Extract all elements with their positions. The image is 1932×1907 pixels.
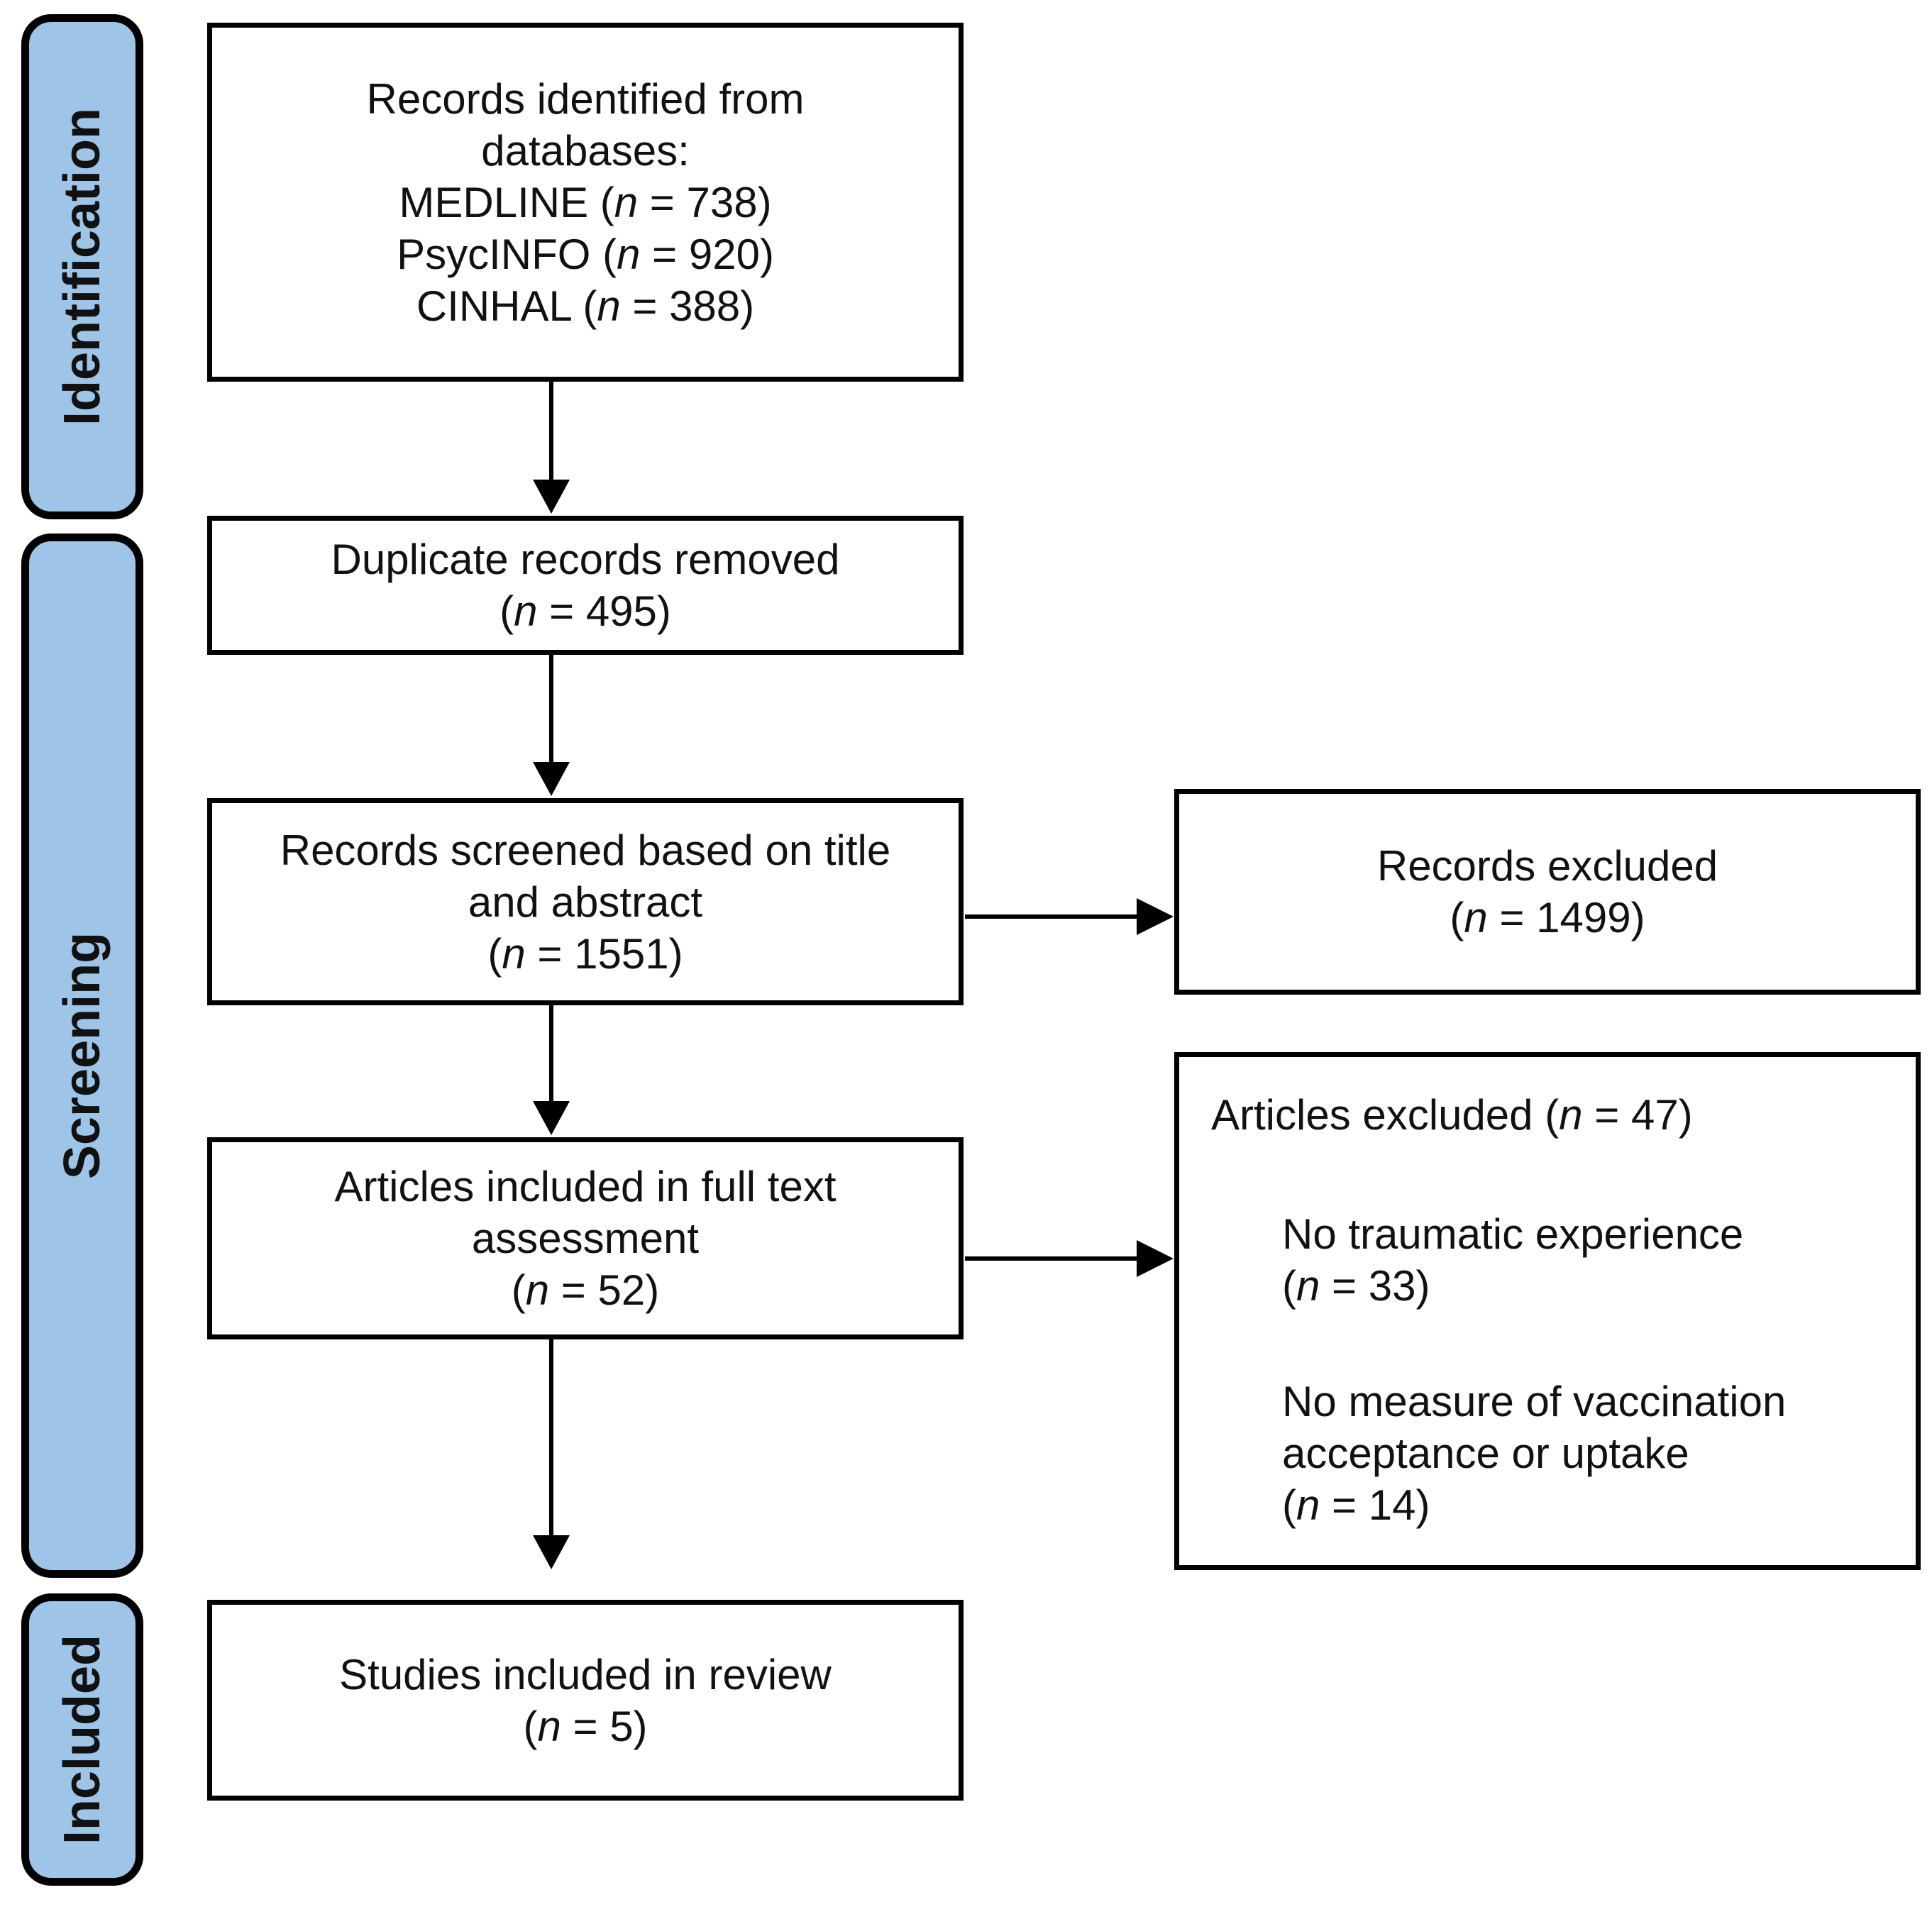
arrowhead-right-icon <box>1137 898 1174 935</box>
box-studies-included: Studies included in review(n = 5) <box>207 1600 964 1801</box>
arrowhead-down-icon <box>533 1101 570 1135</box>
box-duplicates-removed: Duplicate records removed(n = 495) <box>207 516 964 655</box>
arrow-identified-to-duplicates <box>549 382 553 480</box>
stage-label-included: Included <box>54 1634 111 1845</box>
articles-excluded-title: Articles excluded (n = 47) <box>1211 1091 1693 1139</box>
stage-identification: Identification <box>21 14 143 519</box>
arrow-screened-to-fulltext <box>549 1005 553 1101</box>
arrowhead-right-icon <box>1137 1240 1174 1277</box>
arrowhead-down-icon <box>533 480 570 514</box>
stage-screening: Screening <box>21 534 143 1578</box>
arrow-duplicates-to-screened <box>549 655 553 762</box>
arrow-fulltext-to-included <box>549 1339 553 1535</box>
stage-included: Included <box>21 1593 143 1886</box>
stage-label-screening: Screening <box>54 932 111 1180</box>
box-records-excluded: Records excluded(n = 1499) <box>1174 789 1921 995</box>
arrowhead-down-icon <box>533 1535 570 1569</box>
exclusion-reason: No traumatic experience(n = 33) <box>1282 1210 1744 1310</box>
stage-label-identification: Identification <box>54 108 111 426</box>
box-articles-excluded: Articles excluded (n = 47) No traumatic … <box>1174 1052 1921 1570</box>
arrowhead-down-icon <box>533 762 570 796</box>
arrow-fulltext-to-articles-excluded <box>965 1256 1138 1261</box>
arrow-screened-to-records-excluded <box>965 914 1138 919</box>
